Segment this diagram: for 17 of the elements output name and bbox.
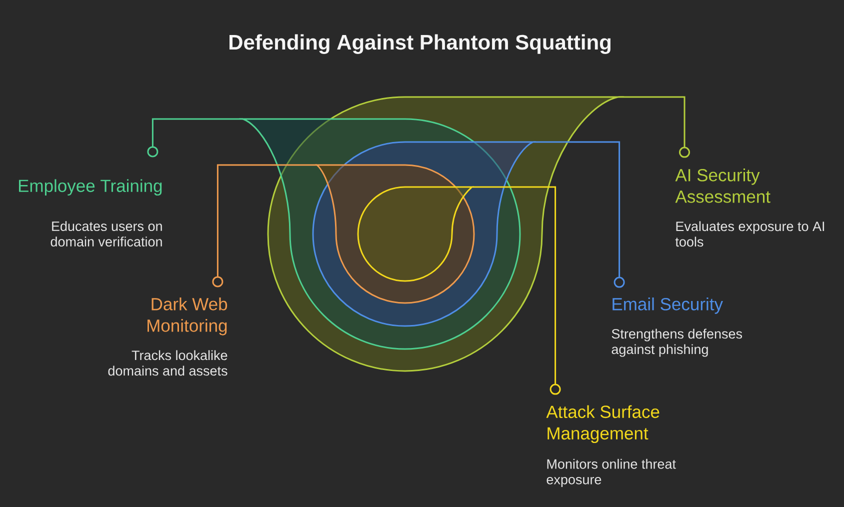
title: Defending Against Phantom Squatting (230, 34, 610, 54)
teardrop-shape (242, 118, 521, 350)
leader-line (533, 141, 625, 288)
description: Evaluates exposure to AI tools (675, 221, 824, 247)
heading: Email Security (612, 298, 723, 314)
heading: Dark Web Monitoring (148, 298, 228, 336)
leader-line (147, 118, 243, 158)
description: Educates users on domain verification (50, 221, 162, 247)
description: Strengthens defenses against phishing (612, 328, 742, 357)
leader-line (472, 186, 561, 395)
leader-line (618, 96, 690, 158)
heading: Attack Surface Management (546, 405, 660, 444)
description: Monitors online threat exposure (546, 458, 676, 487)
description: Tracks lookalike domains and assets (108, 350, 228, 376)
heading: AI Security Assessment (675, 168, 770, 203)
leader-line (212, 164, 317, 288)
heading: Employee Training (19, 179, 162, 196)
